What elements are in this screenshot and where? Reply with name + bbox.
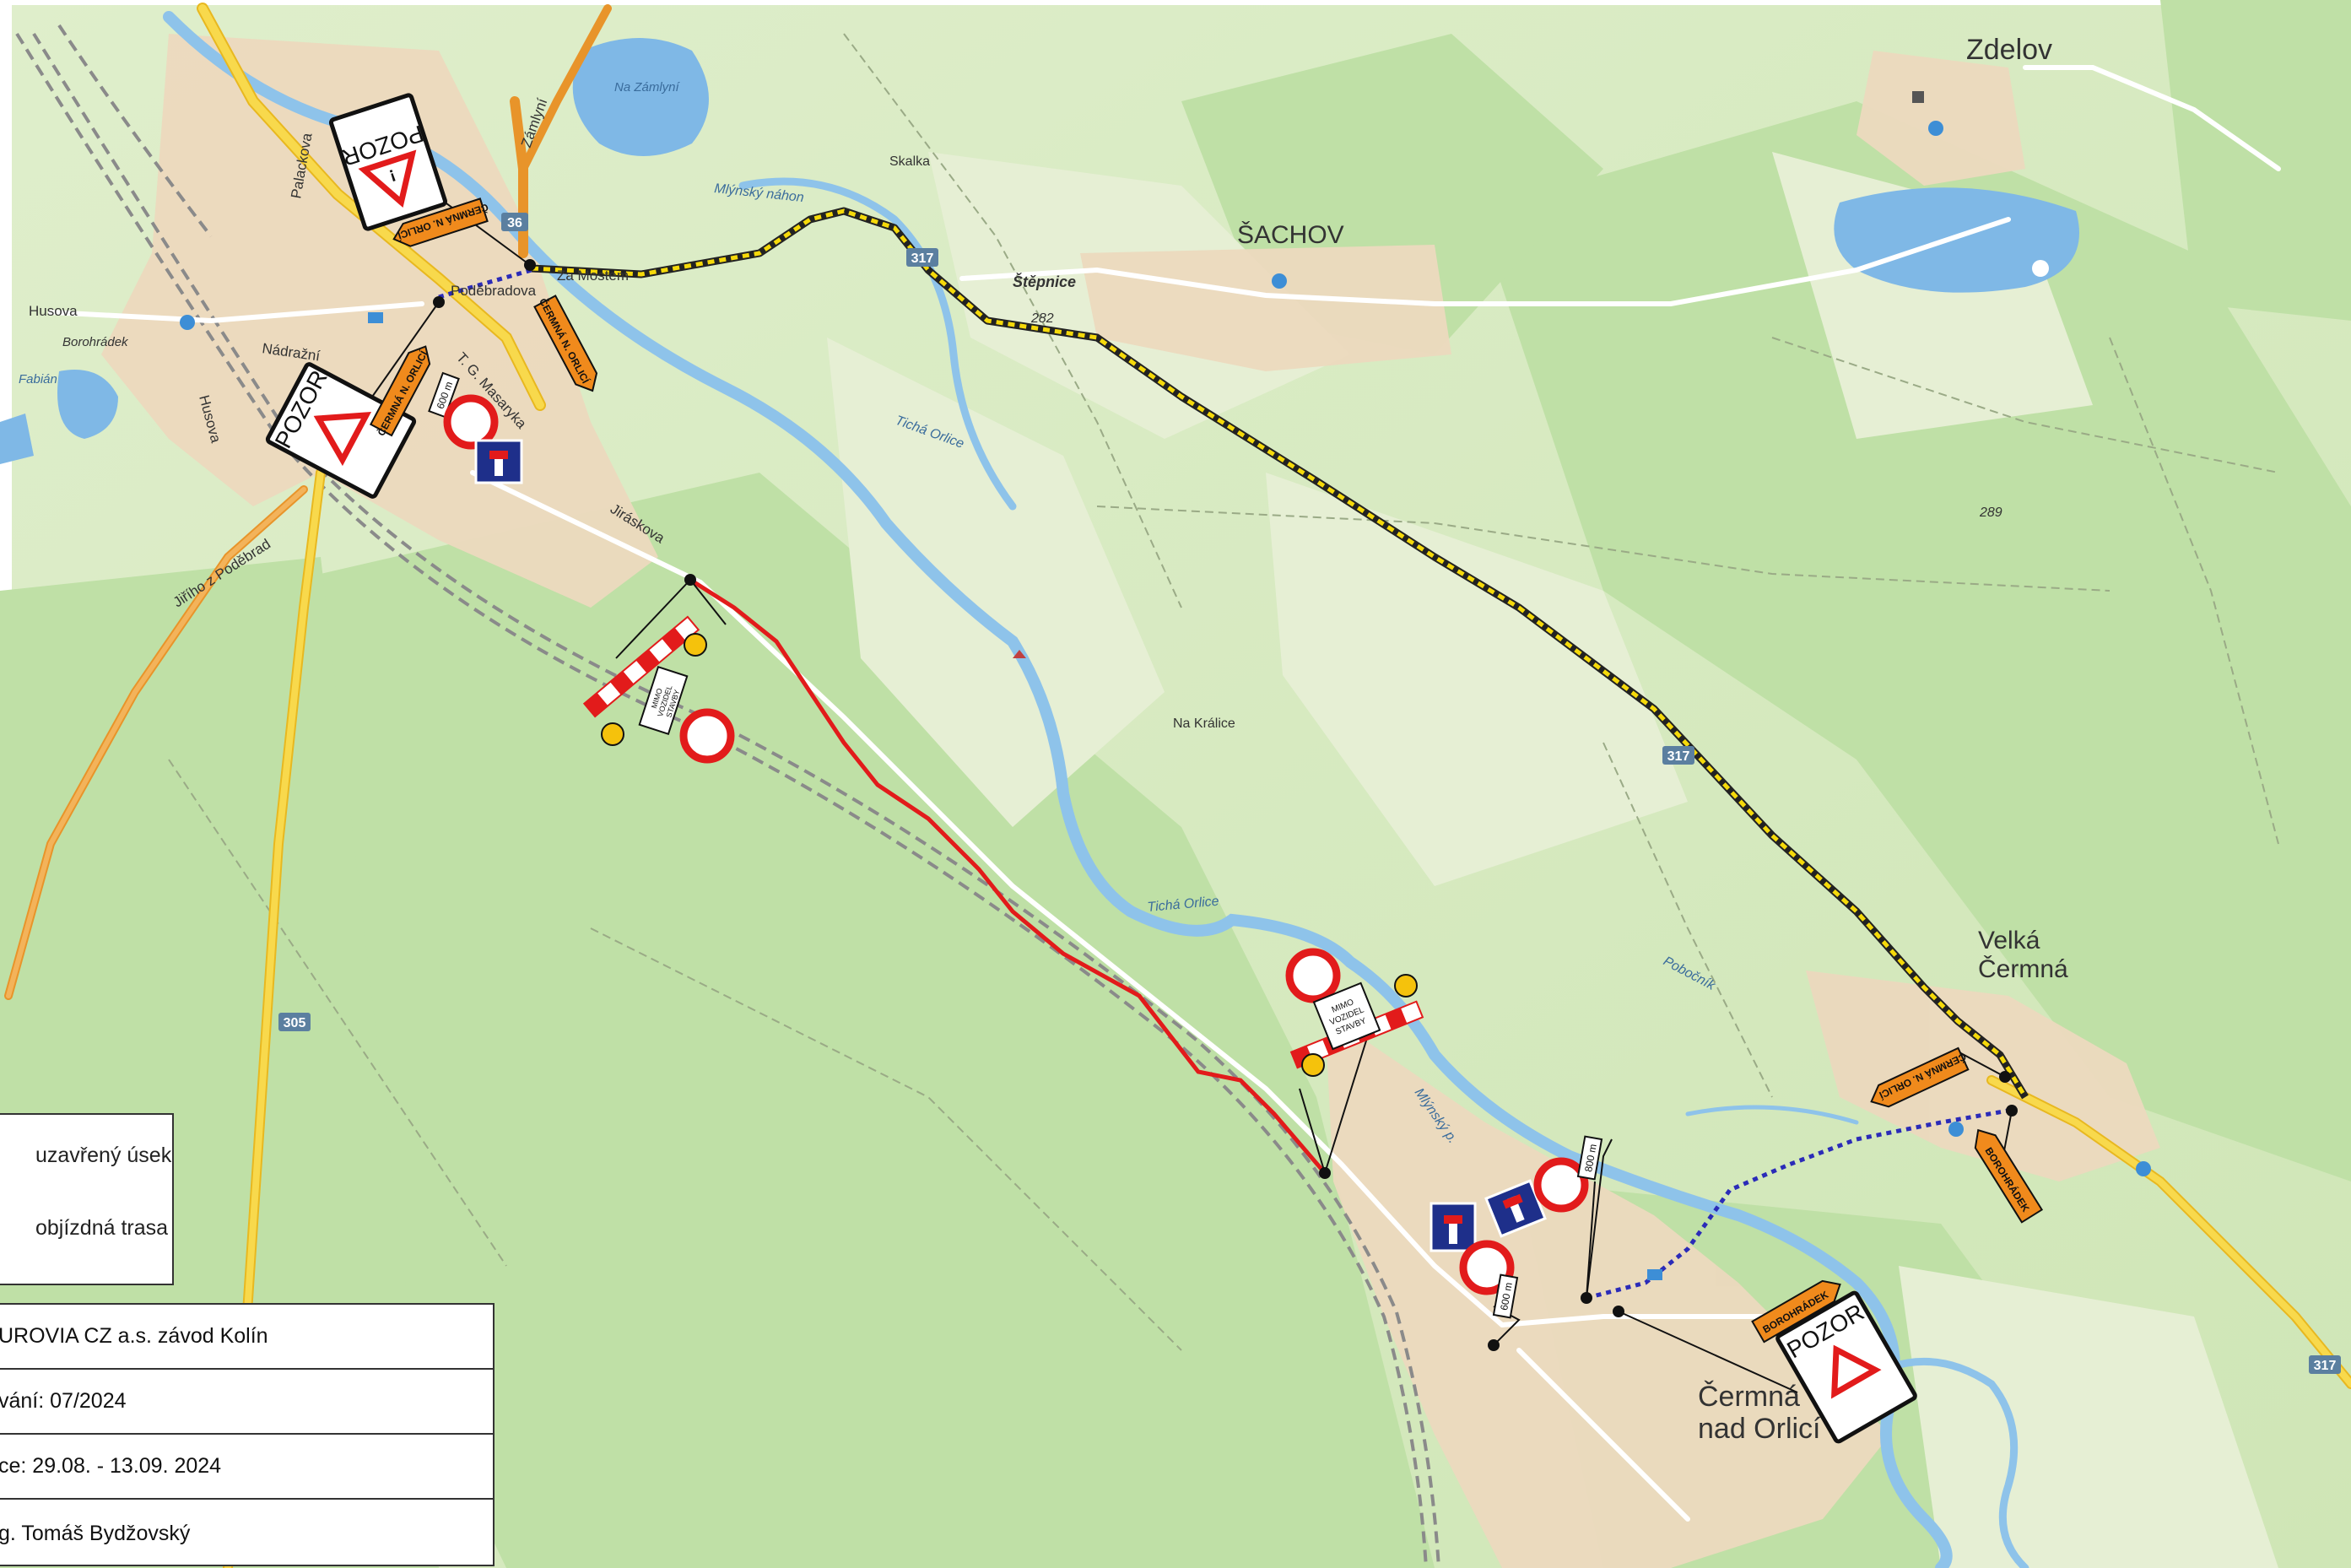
distance-plate: 800 m (1576, 1135, 1603, 1181)
info-company: UROVIA CZ a.s. závod Kolín (0, 1305, 493, 1370)
road-317-label: 317 (911, 251, 934, 266)
legend-detour-label: objízdná trasa (35, 1216, 169, 1240)
warning-triangle-icon (1830, 1344, 1882, 1399)
castle-icon (1013, 650, 1026, 658)
warning-light-icon (684, 633, 707, 657)
post-office-icon (368, 312, 383, 323)
no-entry-icon (679, 708, 735, 764)
warning-triangle-icon (313, 412, 372, 467)
info-icon (2032, 260, 2049, 277)
peak-label-282: 282 (1030, 311, 1054, 326)
place-label-sachov: ŠACHOV (1237, 220, 1344, 249)
svg-text:800 m: 800 m (1582, 1144, 1599, 1173)
dead-end-sign (1430, 1202, 1477, 1252)
street-label-za-mostem: Za Mostem (557, 268, 629, 284)
bus-stop-icon (1272, 273, 1287, 289)
info-date: vání: 07/2024 (0, 1370, 493, 1435)
street-label-husova: Husova (29, 303, 78, 319)
warning-light-icon (601, 722, 624, 746)
street-label-podebradova: Poděbradova (451, 283, 537, 299)
route-endpoints (433, 259, 2018, 1351)
info-author: g. Tomáš Bydžovský (0, 1522, 191, 1545)
place-label-cermna-2: nad Orlicí (1698, 1413, 1821, 1445)
water-bodies (0, 38, 2079, 464)
place-label-na-kralice: Na Králice (1173, 716, 1235, 731)
roadblock-barrier (582, 615, 700, 718)
mimo-vozidel-stavby-sign: MIMO VOZIDEL STAVBY (1312, 981, 1381, 1051)
place-label-velka: Velká (1978, 927, 2040, 954)
railway (15, 24, 1440, 1568)
place-label-cermna-1: Čermná (1698, 1381, 1800, 1413)
warning-light-icon (1301, 1053, 1325, 1077)
dead-end-sign (474, 439, 523, 484)
pozor-warning-sign: POZOR (1775, 1290, 1917, 1444)
poi-markers (180, 91, 2151, 1280)
road-317-label: 317 (2314, 1359, 2337, 1373)
map-legend: uzavřený úsek objízdná trasa (0, 1113, 174, 1285)
place-label-stepnice: Štěpnice (1013, 273, 1076, 290)
place-labels: Zdelov ŠACHOV Velká Čermná Čermná nad Or… (19, 34, 2068, 1445)
distance-plate: 600 m (1492, 1273, 1519, 1319)
warning-triangle-icon (358, 149, 417, 208)
closed-section-route (689, 577, 1327, 1175)
bus-stop-icon (2136, 1161, 2151, 1176)
info-term: ce: 29.08. - 13.09. 2024 (0, 1435, 493, 1500)
mimo-vozidel-stavby-sign: MIMO VOZIDEL STAVBY (638, 665, 689, 736)
sign-leader-lines (354, 141, 2013, 1393)
detour-route-yellow (531, 207, 2029, 1100)
bus-stop-icon (180, 315, 195, 330)
place-label-skalka: Skalka (889, 154, 930, 169)
svg-text:600 m: 600 m (1498, 1282, 1515, 1311)
legend-closed-label: uzavřený úsek (35, 1144, 172, 1167)
detour-route-blue (438, 268, 2009, 1300)
road-305-label: 305 (284, 1016, 306, 1030)
no-entry-icon (1285, 948, 1341, 1003)
place-label-fabian: Fabián (19, 372, 57, 387)
road-number-badges: 36 317 317 317 305 (278, 213, 2341, 1374)
no-entry-icon (1533, 1157, 1589, 1213)
dead-end-sign (1484, 1179, 1547, 1238)
bus-stop-icon (1948, 1122, 1964, 1137)
minor-roads (48, 65, 2281, 1522)
place-label-borohradek: Borohrádek (62, 335, 129, 349)
peak-label-289: 289 (1979, 506, 2002, 520)
no-entry-icon (443, 394, 499, 450)
bus-stop-icon (1928, 121, 1943, 136)
place-label-na-zamlyni: Na Zámlyní (614, 80, 681, 95)
post-office-icon (1647, 1269, 1662, 1280)
cermna-pond (1834, 187, 2079, 293)
pozor-warning-sign: ! POZOR (328, 93, 448, 231)
no-entry-sign (443, 394, 499, 450)
place-label-zdelov: Zdelov (1966, 34, 2052, 66)
church-icon (1912, 91, 1924, 103)
no-entry-icon (1459, 1240, 1515, 1295)
place-label-cermna: Čermná (1978, 954, 2068, 983)
warning-light-icon (1394, 974, 1418, 998)
pozor-warning-sign: POZOR (265, 362, 417, 499)
info-table: UROVIA CZ a.s. závod Kolín vání: 07/2024… (0, 1303, 495, 1566)
road-317-label: 317 (1667, 749, 1690, 764)
road-36-label: 36 (507, 216, 522, 230)
